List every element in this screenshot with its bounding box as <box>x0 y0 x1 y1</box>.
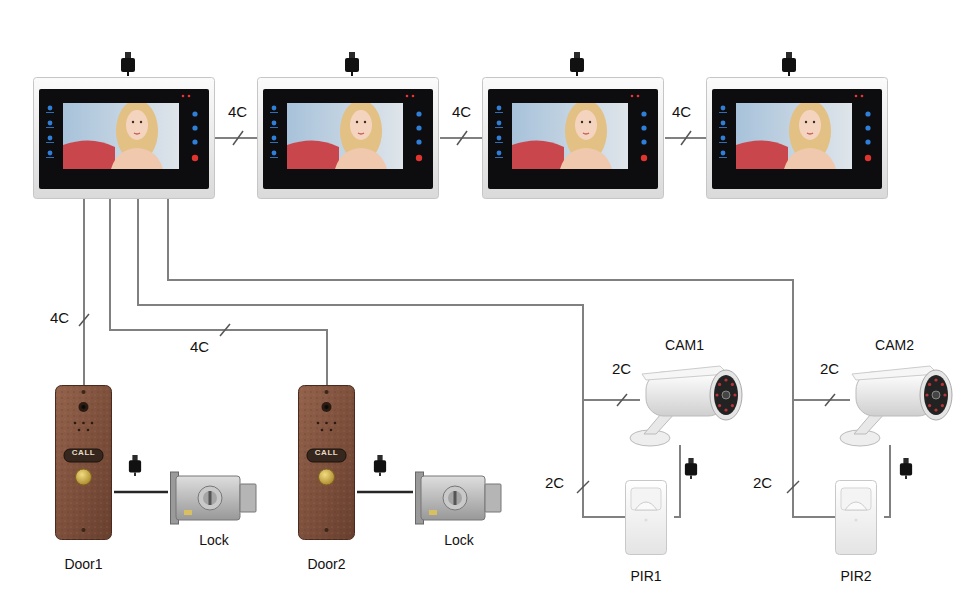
camera-device: CAM1 <box>622 335 747 445</box>
device-label: CAM2 <box>832 337 957 354</box>
power-adapter <box>345 52 359 76</box>
connection-wire <box>357 491 413 494</box>
door-wire <box>83 198 85 385</box>
door-station: CALL Door1 <box>53 383 114 575</box>
monitor-link-wire <box>215 137 257 139</box>
door-station: CALL Door2 <box>296 383 357 575</box>
power-adapter <box>900 458 912 479</box>
indoor-monitor <box>34 78 215 199</box>
lock-device: Lock <box>168 468 260 552</box>
connection-wire <box>674 445 680 517</box>
camera-device: CAM2 <box>832 335 957 445</box>
wire-count-label: 4C <box>452 103 471 120</box>
indoor-monitor <box>258 78 439 199</box>
cctv-camera <box>630 366 742 446</box>
pir-sensor <box>836 481 877 555</box>
wire-slash <box>457 131 467 145</box>
wire-count-label: 4C <box>228 103 247 120</box>
lock-device: Lock <box>413 468 505 552</box>
button-caption: CALL <box>296 448 357 458</box>
power-adapter <box>685 458 697 479</box>
electric-lock <box>171 472 257 524</box>
device-label: Lock <box>168 532 260 549</box>
camera-wire <box>138 198 625 517</box>
pir-sensor <box>626 481 667 555</box>
wire-count-label: 2C <box>820 360 839 377</box>
connection-wire <box>884 445 890 517</box>
device-label: Door2 <box>296 556 357 573</box>
device-label: PIR1 <box>618 568 674 585</box>
cctv-camera <box>840 366 952 446</box>
device-label: CAM1 <box>622 337 747 354</box>
power-adapter <box>782 52 796 76</box>
power-adapter <box>121 52 135 76</box>
wire-count-label: 4C <box>190 338 209 355</box>
wire-slash <box>825 394 835 406</box>
connection-wire <box>114 491 168 494</box>
wire-slash <box>220 324 230 336</box>
wire-count-label: 2C <box>612 360 631 377</box>
wire-slash <box>617 394 627 406</box>
power-adapter <box>129 455 141 476</box>
wire-count-label: 2C <box>753 474 772 491</box>
wire-count-label: 4C <box>50 309 69 326</box>
power-adapter <box>374 455 386 476</box>
camera-wire <box>583 399 640 401</box>
device-label: PIR2 <box>828 568 884 585</box>
wire-count-label: 4C <box>672 103 691 120</box>
pir-device: PIR1 <box>618 478 674 588</box>
wire-slash <box>233 131 243 145</box>
door-wire <box>110 198 327 385</box>
power-adapter <box>570 52 584 76</box>
door-station <box>56 386 112 540</box>
electric-lock <box>416 472 502 524</box>
pir-device: PIR2 <box>828 478 884 588</box>
wire-slash <box>787 481 799 493</box>
camera-wire <box>793 399 850 401</box>
camera-wire <box>168 198 835 517</box>
wire-slash <box>681 131 691 145</box>
device-label: Door1 <box>53 556 114 573</box>
wire-slash <box>79 314 89 326</box>
device-label: Lock <box>413 532 505 549</box>
wire-count-label: 2C <box>545 474 564 491</box>
button-caption: CALL <box>53 448 114 458</box>
door-station <box>299 386 355 540</box>
indoor-monitor <box>483 78 664 199</box>
indoor-monitor <box>707 78 888 199</box>
wire-slash <box>577 481 589 493</box>
